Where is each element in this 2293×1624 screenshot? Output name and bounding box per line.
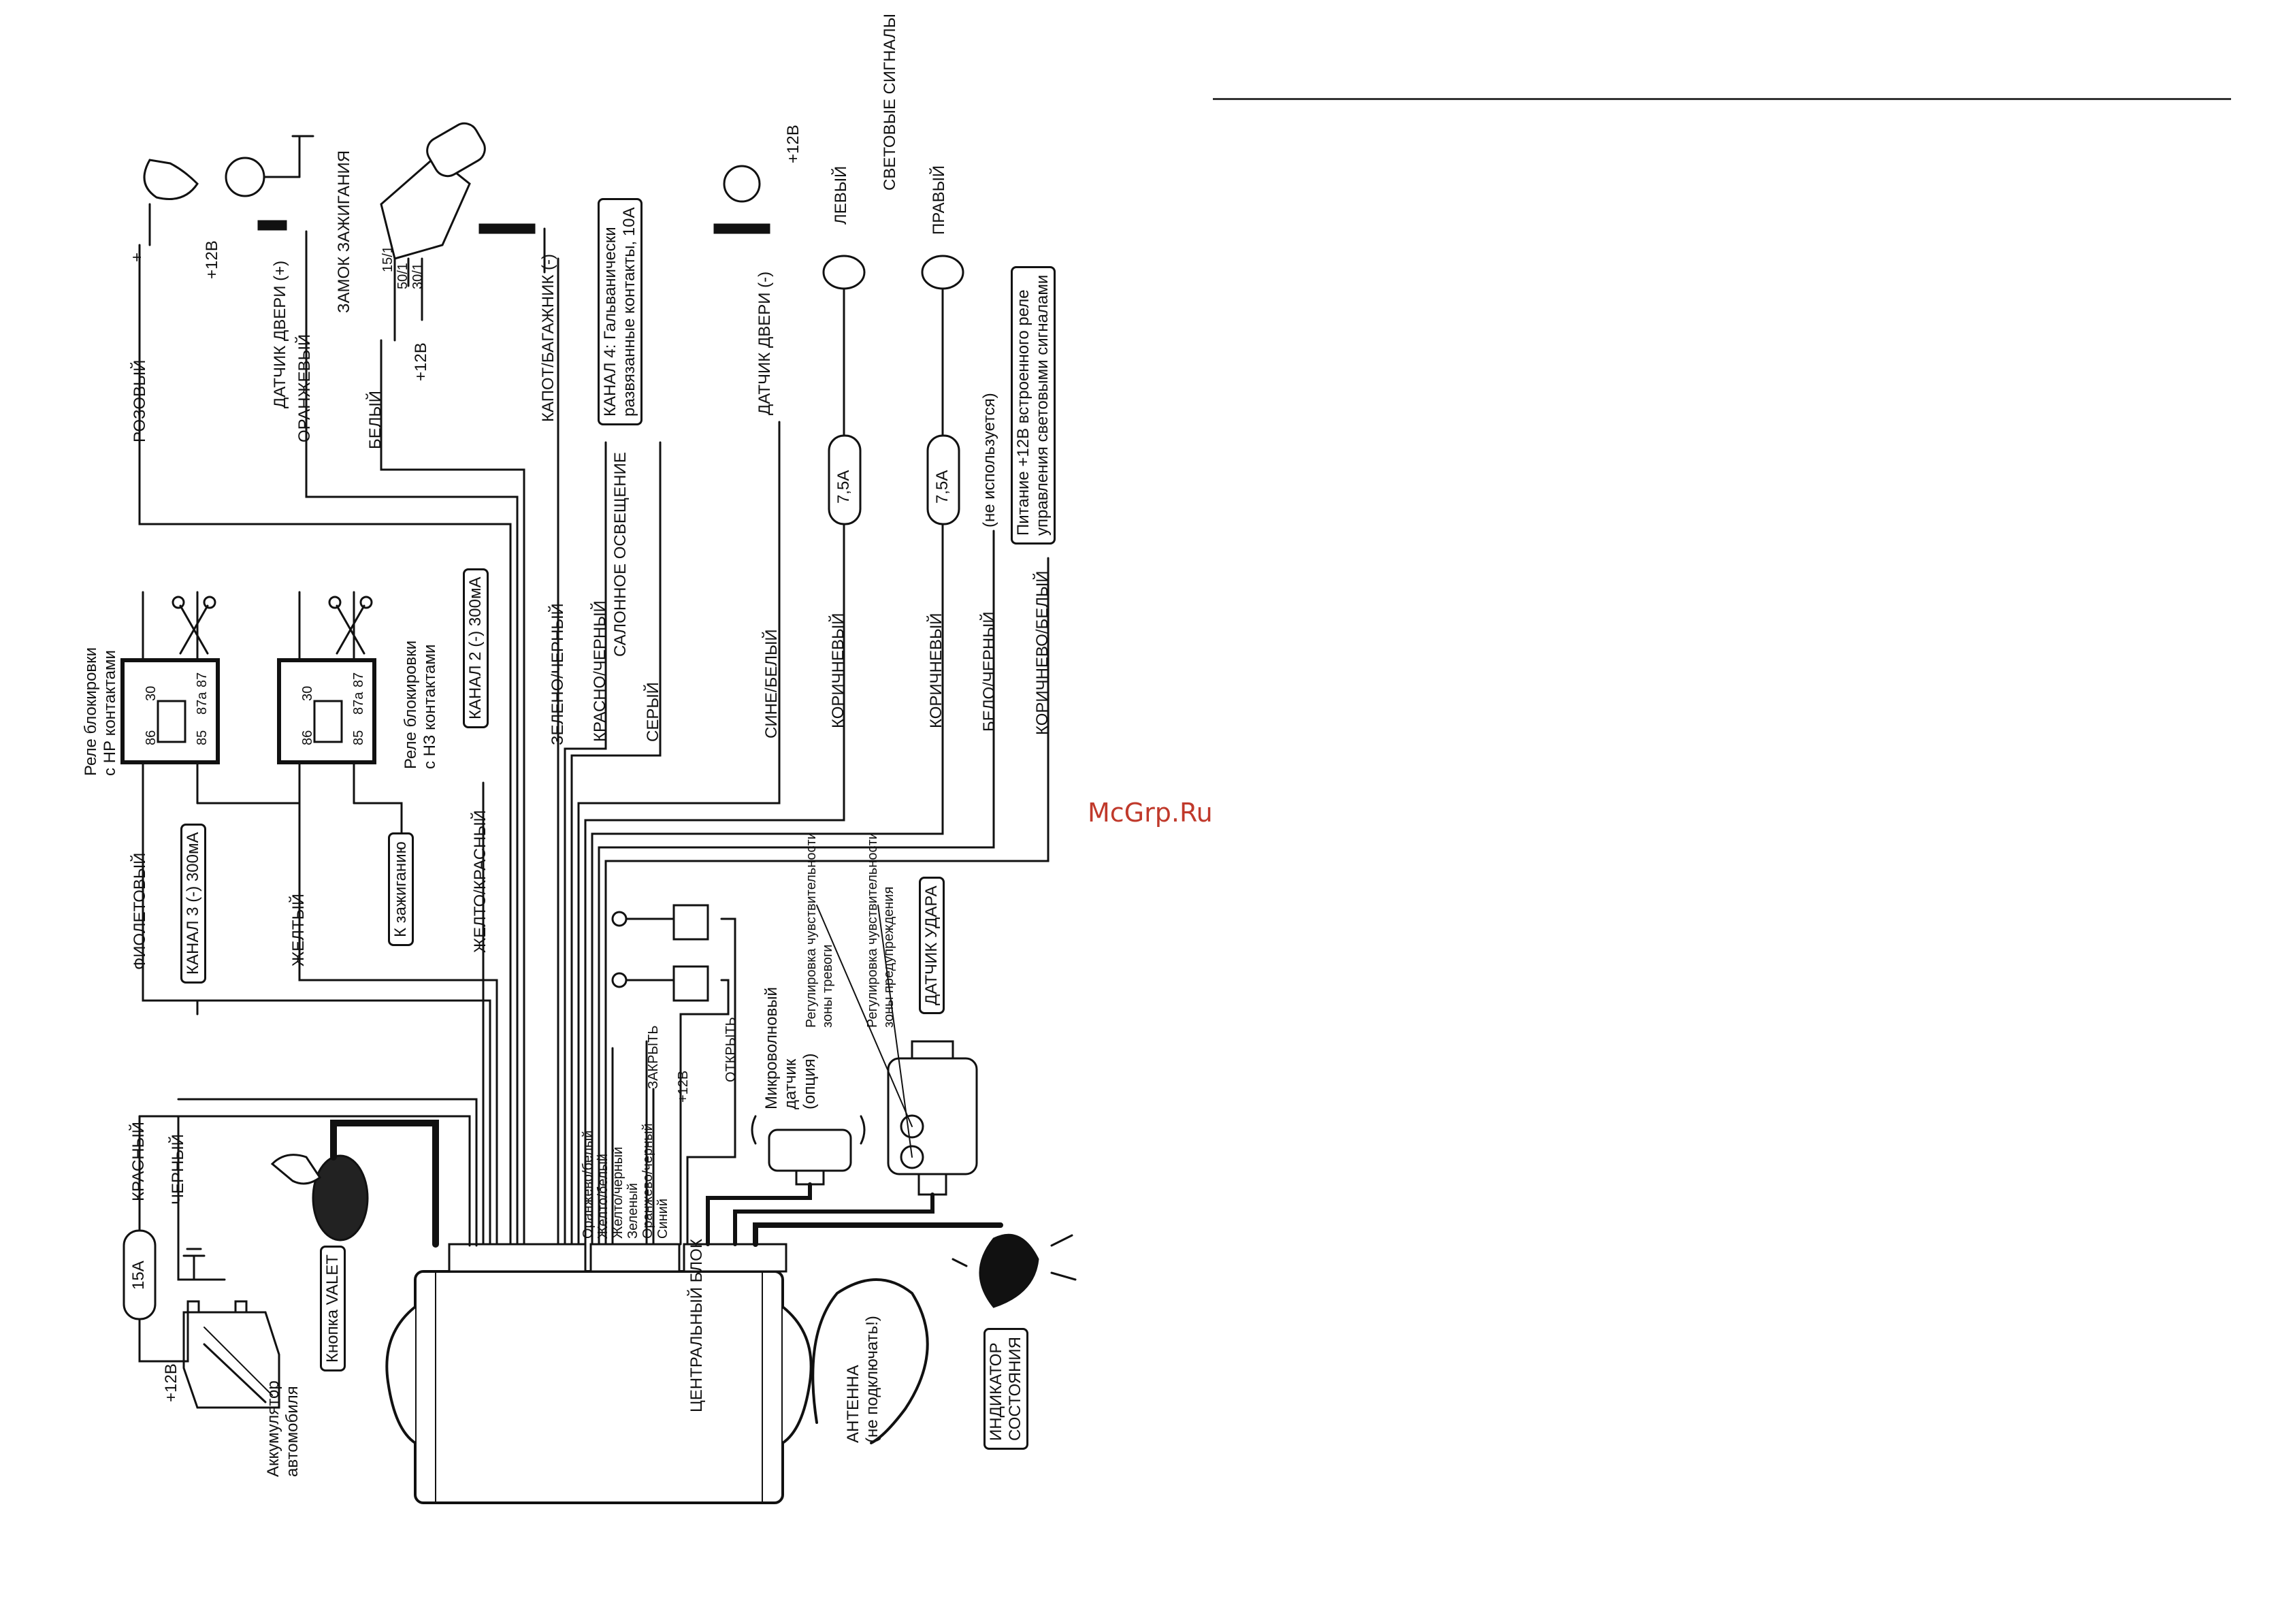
valet-button-icon (270, 1120, 439, 1248)
relay-no-pin-87: 87 (195, 672, 210, 687)
central-unit (385, 1243, 813, 1504)
channel-3-label: КАНАЛ 3 (-) 300мА (180, 823, 206, 984)
header-rule (1213, 98, 2231, 100)
shock-adj-warn-label: Регулировка чувствительности зоны предуп… (865, 832, 896, 1028)
door-sensor-plus-label: ДАТЧИК ДВЕРИ (+) (271, 260, 289, 408)
relay-no-pin-87a: 87а (195, 692, 210, 715)
battery-label: Аккумулятор автомобиля (264, 1380, 302, 1477)
lock-plus12-label: +12В (676, 1070, 691, 1103)
relay-nc-pin-30: 30 (300, 685, 315, 701)
turn-signals-label: СВЕТОВЫЕ СИГНАЛЫ (881, 14, 899, 191)
lock-open-label: ОТКРЫТЬ (723, 1017, 738, 1082)
turn-signal-right-icon (921, 255, 964, 437)
channel-4-label: КАНАЛ 4: Гальванически развязанные конта… (598, 198, 643, 425)
interior-light-label: САЛОННОЕ ОСВЕЩЕНИЕ (611, 452, 630, 657)
relay-nc-label: Реле блокировки с НЗ контактами (402, 640, 439, 769)
lock-wire-orange-black: Оранжево/черный (640, 1123, 655, 1239)
status-indicator-icon (753, 1222, 1077, 1308)
lock-close-label: ЗАКРЫТЬ (646, 1025, 661, 1089)
battery-icon (182, 1300, 280, 1409)
lock-wire-yellow-white: Желто/белый (596, 1154, 611, 1239)
wire-red-black-label: КРАСНО/ЧЕРНЫЙ (591, 600, 609, 742)
door-sensor-plus-icon (225, 135, 314, 231)
scissors-icon (172, 596, 373, 655)
lock-wire-orange-white: Оранжево/белый (581, 1130, 596, 1239)
relay-no (120, 591, 301, 818)
relay-power-label: Питание +12В встроенного реле управления… (1011, 265, 1056, 545)
indicator-label: ИНДИКАТОР СОСТОЯНИЯ (983, 1328, 1028, 1450)
not-used-label: (не используется) (980, 393, 998, 527)
relay-no-pin-86: 86 (144, 730, 159, 745)
left-signal-label: ЛЕВЫЙ (832, 165, 850, 225)
wire-red-label: КРАСНЫЙ (129, 1121, 148, 1201)
wire-violet-label: ФИОЛЕТОВЫЙ (131, 852, 149, 970)
antenna-label: АНТЕННА (не подключать!) (844, 1316, 881, 1443)
wire-grey-label: СЕРЫЙ (644, 682, 662, 742)
siren-icon (143, 159, 199, 246)
wire-white-black-label: БЕЛО/ЧЕРНЫЙ (980, 611, 998, 732)
wire-brown2-label: КОРИЧНЕВЫЙ (927, 613, 945, 728)
central-unit-label: ЦЕНТРАЛЬНЫЙ БЛОК (687, 1239, 706, 1412)
ign-pin-15: 15/1 (380, 246, 395, 272)
wire-black-label: ЧЕРНЫЙ (169, 1134, 187, 1205)
ignition-box-label: К зажиганию (388, 832, 414, 946)
wire-green-black-label: ЗЕЛЕНО/ЧЕРНЫЙ (549, 603, 567, 745)
wire-brown1-label: КОРИЧНЕВЫЙ (829, 613, 847, 728)
wire-yellow-red-label: ЖЕЛТО/КРАСНЫЙ (471, 810, 489, 953)
antenna-wire (811, 1278, 929, 1444)
wire-blue-white-label: СИНЕ/БЕЛЫЙ (762, 629, 781, 738)
plus12-label-2: +12В (412, 342, 430, 381)
channel-2-label: КАНАЛ 2 (-) 300мА (463, 568, 489, 728)
hood-trunk-label: КАПОТ/БАГАЖНИК (-) (539, 254, 557, 422)
watermark: McGrp.Ru (1088, 798, 1213, 828)
ground-symbol (182, 1248, 206, 1281)
right-signal-label: ПРАВЫЙ (930, 165, 948, 235)
wire-pink-label: РОЗОВЫЙ (131, 359, 149, 442)
ignition-lock-icon (380, 122, 486, 342)
fuse-15a-label: 15А (129, 1261, 148, 1290)
plus12-label-3: +12В (784, 125, 802, 163)
plus-label: + (128, 252, 146, 262)
lock-actuator-icon (611, 904, 709, 1002)
shock-sensor-icon (733, 905, 978, 1246)
turn-signal-left-icon (822, 255, 866, 437)
lock-wire-yellow-black: Желто/черный (611, 1146, 625, 1239)
fuse-7-5a-right-label: 7,5А (933, 470, 952, 504)
battery-plus-label: +12В (162, 1363, 180, 1402)
door-sensor-minus-label: ДАТЧИК ДВЕРИ (-) (755, 271, 774, 415)
wire-orange-label: ОРАНЖЕВЫЙ (295, 334, 314, 442)
shock-sensor-label: ДАТЧИК УДАРА (919, 877, 945, 1014)
relay-no-pin-85: 85 (195, 730, 210, 745)
ign-pin-50: 50/1 (395, 263, 410, 289)
lock-wire-green: Зеленый (625, 1183, 640, 1239)
relay-nc-pin-87: 87 (351, 672, 366, 687)
relay-nc-pin-85: 85 (351, 730, 366, 745)
shock-adj-alarm-label: Регулировка чувствительности зоны тревог… (804, 832, 835, 1028)
fuse-7-5a-left-label: 7,5А (834, 470, 853, 504)
microwave-sensor-icon (706, 1115, 866, 1246)
ignition-lock-label: ЗАМОК ЗАЖИГАНИЯ (335, 150, 353, 313)
relay-no-label: Реле блокировки с НР контактами (82, 647, 119, 776)
relay-nc-pin-87a: 87а (351, 692, 366, 715)
wire-yellow-label: ЖЕЛТЫЙ (289, 893, 308, 967)
valet-button-label: Кнопка VALET (320, 1246, 346, 1371)
wire-white-label: БЕЛЫЙ (366, 390, 385, 449)
door-sensor-minus-icon (713, 165, 770, 234)
plus12-label-1: +12В (203, 240, 221, 279)
hood-trunk-switch-icon (478, 223, 546, 274)
ign-pin-30: 30/1 (410, 263, 425, 289)
lock-wire-blue: Синий (655, 1198, 670, 1239)
relay-nc-pin-86: 86 (300, 730, 315, 745)
wire-brown-white-label: КОРИЧНЕВО/БЕЛЫЙ (1033, 570, 1052, 735)
relay-no-pin-30: 30 (144, 685, 159, 701)
relay-nc (277, 591, 403, 818)
